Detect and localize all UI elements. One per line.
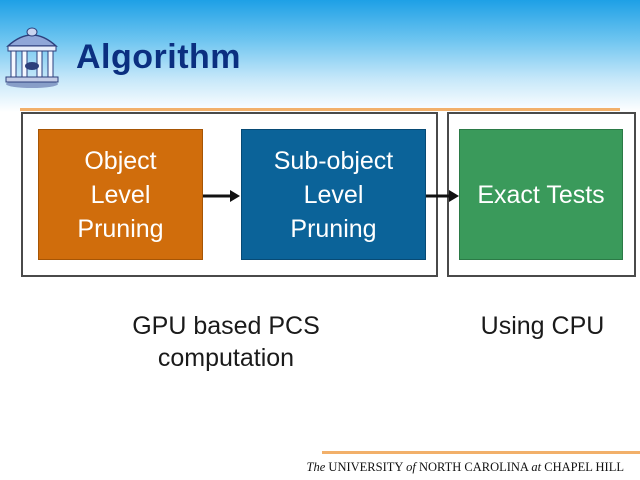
- exact-tests-box: Exact Tests: [459, 129, 623, 260]
- gpu-caption: GPU based PCS computation: [96, 310, 356, 374]
- footer-of: of: [406, 460, 416, 474]
- object-pruning-line-3: Pruning: [77, 214, 164, 243]
- cpu-caption: Using CPU: [480, 312, 605, 340]
- subobject-pruning-line-3: Pruning: [290, 214, 377, 243]
- gpu-caption-line-2: computation: [157, 344, 295, 372]
- footer-university-name: The UNIVERSITY of NORTH CAROLINA at CHAP…: [307, 460, 624, 475]
- footer-the: The: [306, 460, 326, 474]
- object-pruning-line-2: Level: [90, 180, 151, 209]
- footer-rule: [322, 451, 640, 454]
- subobject-pruning-line-2: Level: [303, 180, 364, 209]
- object-pruning-line-1: Object: [84, 146, 157, 175]
- footer-north-carolina: NORTH CAROLINA: [418, 460, 529, 474]
- subobject-pruning-line-1: Sub-object: [273, 146, 394, 175]
- gpu-caption-line-1: GPU based PCS: [132, 312, 320, 340]
- slide-title: Algorithm: [76, 38, 242, 76]
- object-level-pruning-box: Object Level Pruning: [38, 129, 203, 260]
- footer-chapel-hill: CHAPEL HILL: [544, 460, 624, 474]
- subobject-level-pruning-box: Sub-object Level Pruning: [241, 129, 426, 260]
- old-well-logo-icon: [5, 27, 59, 88]
- exact-tests-label: Exact Tests: [477, 180, 605, 209]
- header-rule: [20, 108, 620, 111]
- footer-university: UNIVERSITY: [328, 460, 403, 474]
- footer-at: at: [531, 460, 542, 474]
- header-band: [0, 0, 640, 112]
